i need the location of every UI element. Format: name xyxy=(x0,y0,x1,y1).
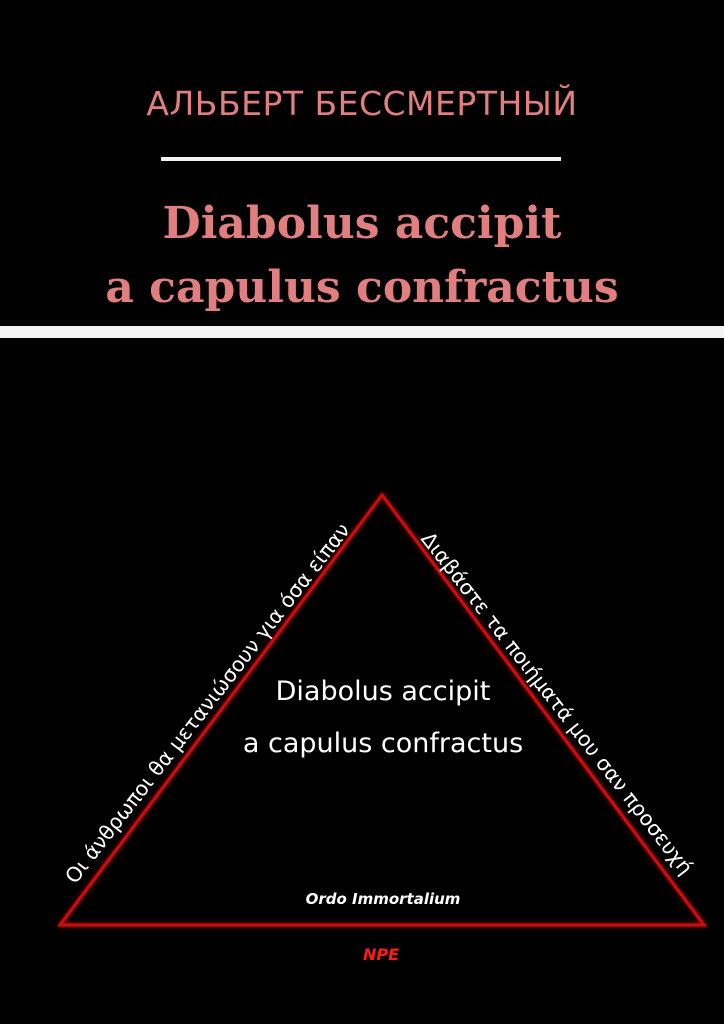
triangle-title-line-2: a capulus confractus xyxy=(243,728,523,759)
book-title: Diabolus accipit a capulus confractus xyxy=(0,192,724,320)
short-divider xyxy=(161,157,561,161)
publisher-logo: NPE xyxy=(363,945,399,964)
red-triangle xyxy=(57,492,707,927)
title-line-1: Diabolus accipit xyxy=(162,198,562,249)
title-line-2: a capulus confractus xyxy=(105,262,619,313)
wide-divider xyxy=(0,326,724,338)
author-name: АЛЬБЕРТ БЕССМЕРТНЫЙ xyxy=(146,84,578,123)
triangle-title-line-1: Diabolus accipit xyxy=(276,676,491,707)
order-name: Ordo Immortalium xyxy=(306,890,461,908)
